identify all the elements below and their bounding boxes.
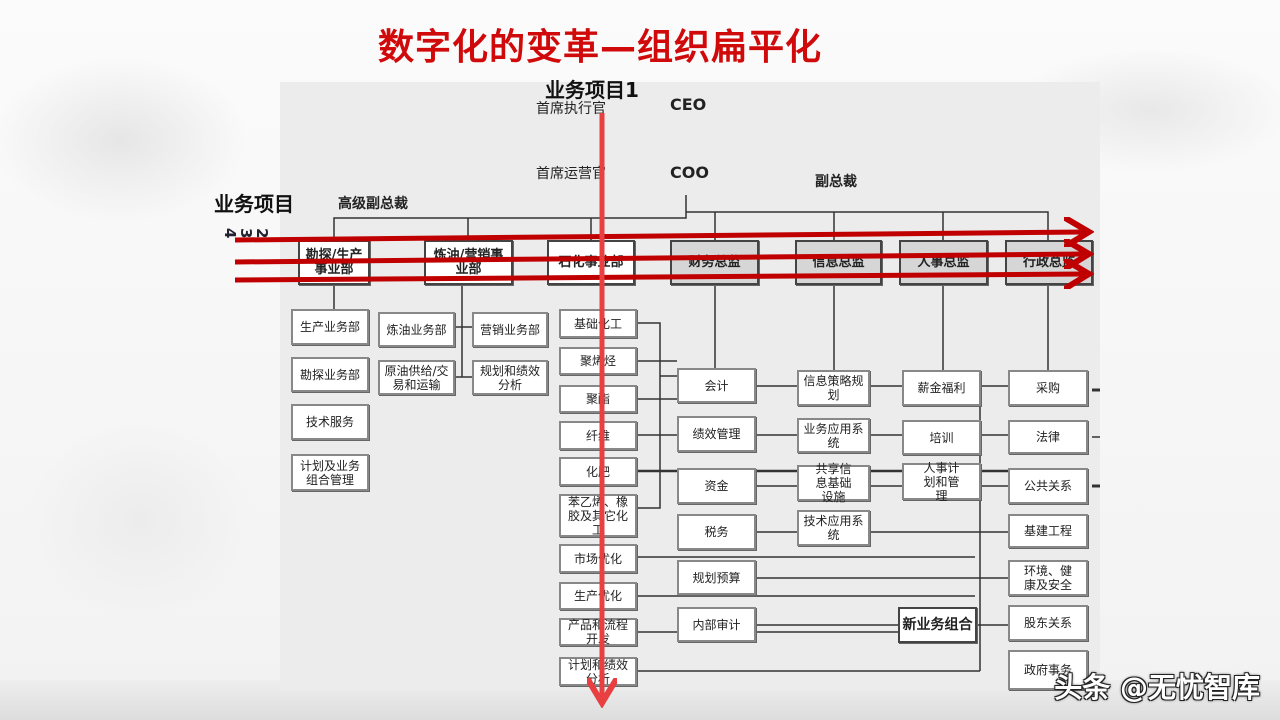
org-box: 内部审计 bbox=[677, 607, 756, 642]
org-box: 业务应用系统 bbox=[797, 418, 870, 453]
coo-label: COO bbox=[670, 163, 709, 182]
project-label: 业务项目 bbox=[214, 192, 294, 216]
org-box: 税务 bbox=[677, 514, 756, 550]
org-box: 计划及业务组合管理 bbox=[291, 454, 369, 491]
org-box: 共享信息基础设施 bbox=[797, 462, 870, 504]
org-box: 苯乙烯、橡胶及其它化工 bbox=[559, 494, 637, 537]
arrow-row-2 bbox=[234, 232, 1084, 240]
svp-label: 高级副总裁 bbox=[338, 196, 408, 212]
org-box: 市场优化 bbox=[559, 544, 637, 573]
watermark: 头条 @无忧智库 bbox=[1054, 671, 1260, 704]
org-box: 规划预算 bbox=[677, 560, 756, 595]
org-box: 会计 bbox=[677, 368, 756, 403]
org-box: 技术应用系统 bbox=[797, 510, 870, 546]
arrow-row-3 bbox=[234, 254, 1084, 262]
org-box: 公共关系 bbox=[1008, 468, 1088, 504]
ceo-label: CEO bbox=[670, 95, 707, 114]
org-box: 法律 bbox=[1008, 420, 1088, 454]
org-box: 绩效管理 bbox=[677, 416, 756, 452]
org-box: 薪金福利 bbox=[902, 370, 981, 406]
slide-title: 数字化的变革—组织扁平化 bbox=[377, 27, 822, 68]
ceo-cn-label: 首席执行官 bbox=[536, 101, 606, 117]
org-box: 规划和绩效分析 bbox=[472, 360, 548, 395]
org-box: 技术服务 bbox=[291, 404, 369, 440]
vp-label: 副总裁 bbox=[815, 174, 857, 190]
org-box-new-business: 新业务组合 bbox=[898, 607, 977, 643]
org-box: 聚烯烃 bbox=[559, 347, 637, 375]
org-box: 营销业务部 bbox=[472, 312, 548, 347]
org-box: 生产业务部 bbox=[291, 309, 369, 345]
arrow-row-4 bbox=[234, 274, 1084, 280]
org-box: 炼油业务部 bbox=[378, 312, 455, 347]
org-box: 资金 bbox=[677, 468, 756, 504]
org-box: 基础化工 bbox=[559, 309, 637, 338]
org-box: 人事计划和管理 bbox=[902, 461, 981, 503]
org-box: 信息策略规划 bbox=[797, 370, 870, 406]
org-box: 股东关系 bbox=[1008, 605, 1088, 641]
org-box: 原油供给/交易和运输 bbox=[378, 360, 455, 395]
org-box: 采购 bbox=[1008, 370, 1088, 406]
project-1-label: 业务项目1 bbox=[545, 78, 639, 102]
org-box: 生产优化 bbox=[559, 582, 637, 610]
org-box: 环境、健康及安全 bbox=[1008, 560, 1088, 596]
org-box: 培训 bbox=[902, 420, 981, 455]
org-box: 基建工程 bbox=[1008, 514, 1088, 548]
coo-cn-label: 首席运营官 bbox=[536, 166, 606, 182]
org-box: 化肥 bbox=[559, 457, 637, 486]
org-box: 政府事务 bbox=[1008, 650, 1088, 690]
org-box: 勘探业务部 bbox=[291, 357, 369, 392]
